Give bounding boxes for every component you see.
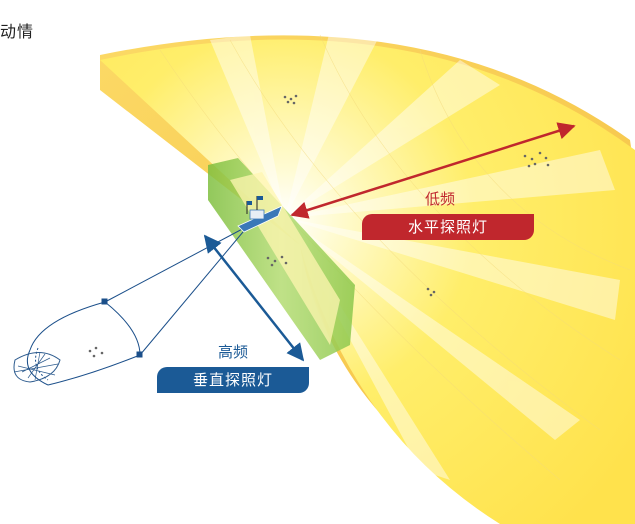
header-partial-text: 动情 (0, 22, 35, 41)
low-frequency-label: 低频 (425, 190, 456, 208)
vertical-range-arrow (203, 234, 305, 362)
horizontal-range-arrow (290, 122, 576, 219)
vertical-sonar-badge: 垂直探照灯 (157, 367, 309, 393)
high-frequency-label: 高频 (218, 343, 249, 361)
trawl-net-icon (13, 225, 249, 386)
fishing-boat-icon (237, 196, 283, 233)
horizontal-sonar-badge: 水平探照灯 (362, 214, 534, 240)
